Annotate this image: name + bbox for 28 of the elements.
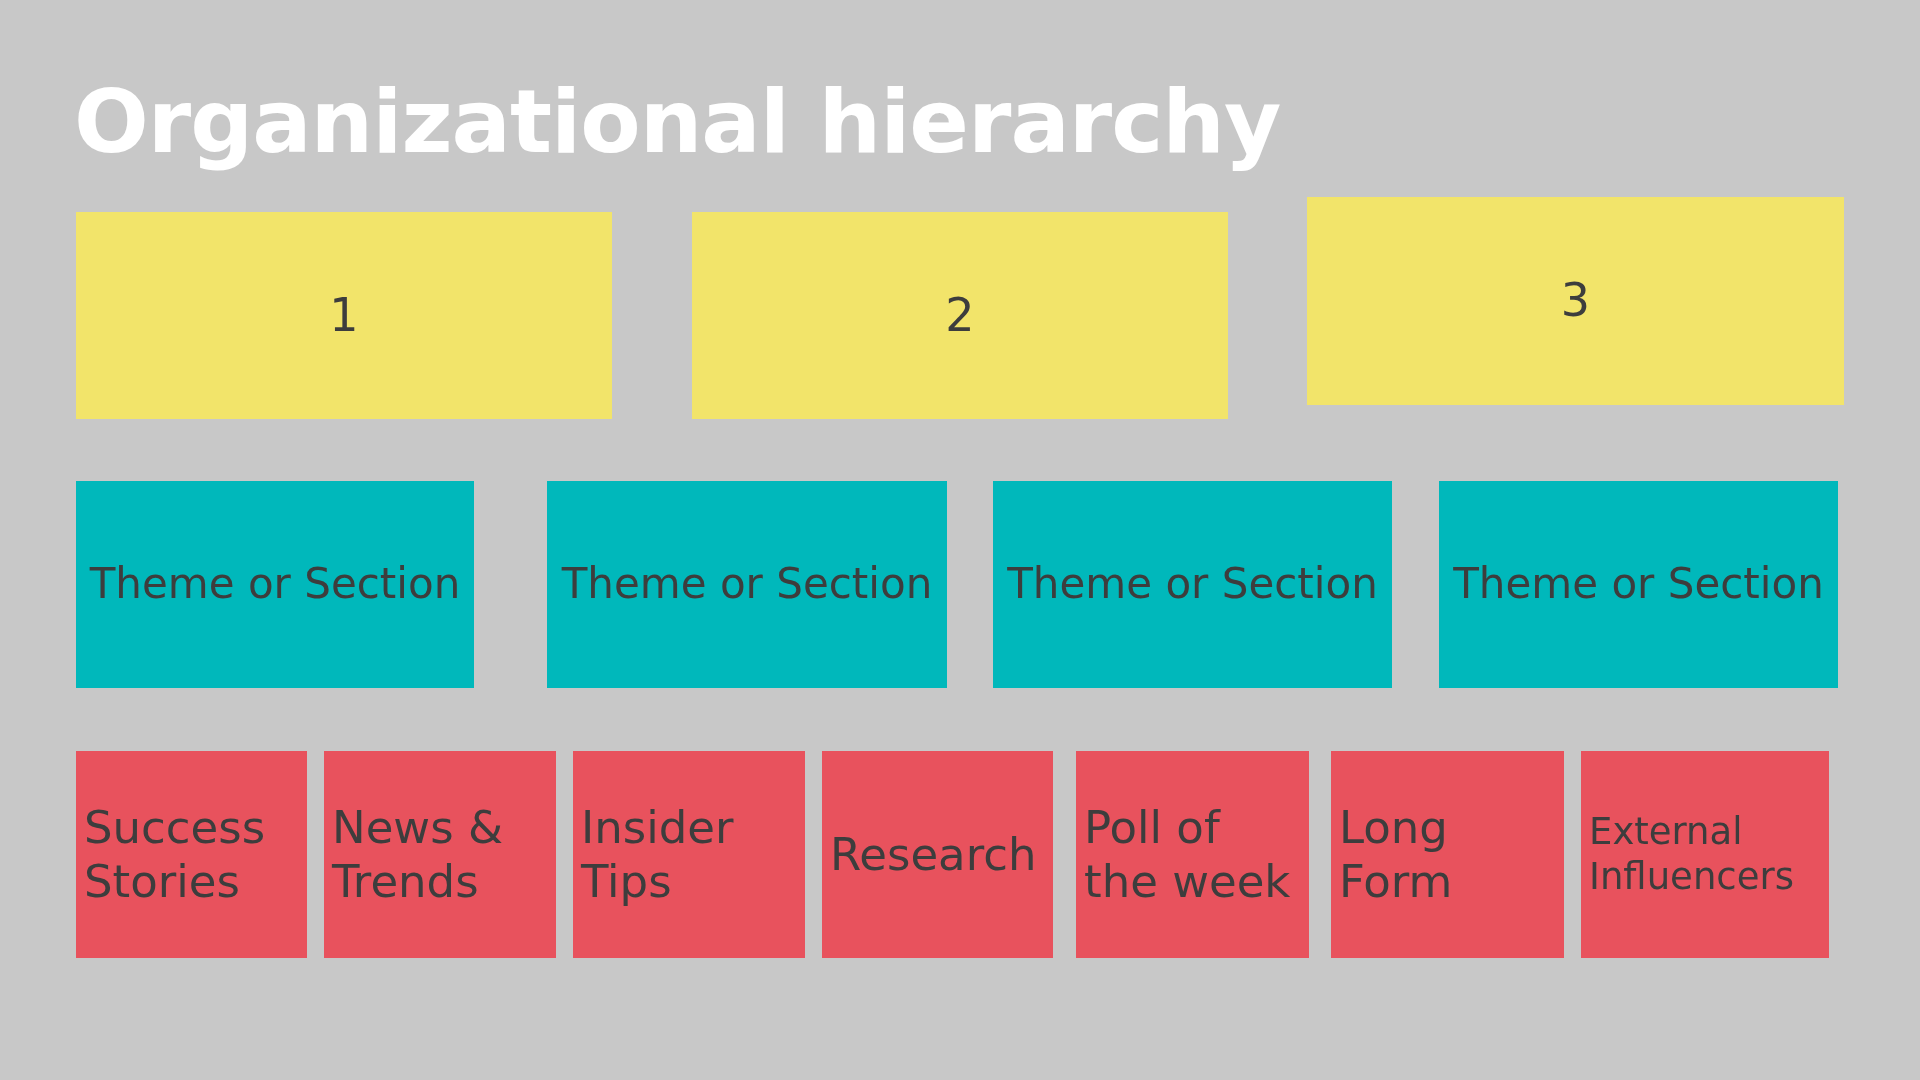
level-one-box	[1307, 197, 1844, 405]
box-label: Theme or Section	[1007, 559, 1378, 610]
box-label: Success Stories	[84, 800, 267, 909]
box-label: Research	[830, 827, 1037, 882]
box-label: 1	[329, 287, 359, 344]
box-label: 3	[1560, 273, 1591, 329]
topic-box	[324, 751, 556, 958]
theme-box	[76, 481, 474, 688]
box-label: Long Form	[1339, 800, 1454, 909]
topic-box	[76, 751, 307, 958]
theme-box	[547, 481, 947, 688]
box-label: External Influencers	[1589, 810, 1795, 899]
topic-box	[822, 751, 1053, 958]
topic-box	[1581, 751, 1829, 958]
topic-box	[573, 751, 805, 958]
box-label: Theme or Section	[561, 559, 933, 610]
topic-box	[1331, 751, 1564, 958]
box-label: 2	[945, 287, 975, 344]
level-one-box	[76, 212, 612, 419]
level-one-box	[692, 212, 1228, 419]
box-label: Poll of the week	[1084, 800, 1292, 909]
box-label: Insider Tips	[581, 800, 735, 909]
theme-box	[993, 481, 1392, 688]
box-label: Theme or Section	[1453, 559, 1824, 610]
box-label: News & Trends	[332, 800, 504, 909]
theme-box	[1439, 481, 1838, 688]
box-label: Theme or Section	[89, 559, 461, 610]
topic-box	[1076, 751, 1309, 958]
